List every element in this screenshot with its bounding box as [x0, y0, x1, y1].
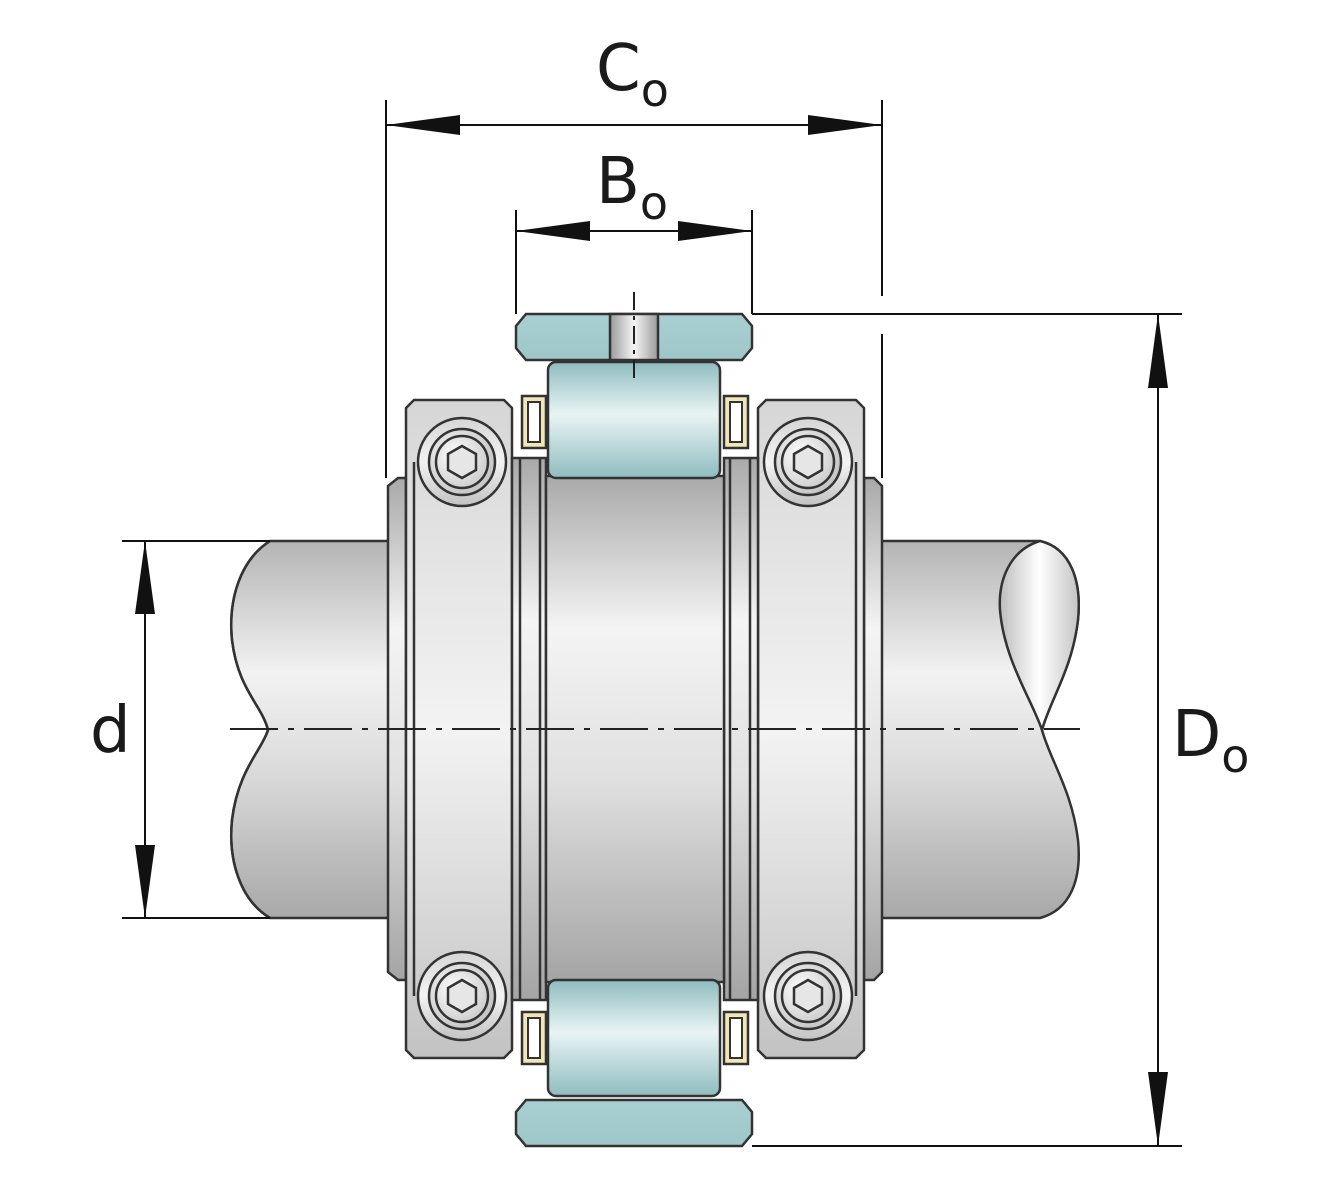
roller-top [546, 360, 722, 480]
label-do: Do [1172, 698, 1249, 783]
arrow-do-bottom [1148, 1072, 1168, 1146]
arrow-d-bottom [135, 845, 155, 918]
bolt-top-right [762, 416, 854, 508]
bolt-top-left [416, 416, 508, 508]
bolt-bottom-left [416, 950, 508, 1042]
arrow-co-right [808, 115, 882, 135]
shaft-right-end [998, 539, 1080, 735]
arrow-d-top [135, 541, 155, 614]
arrow-bo-right [678, 221, 752, 241]
arrow-co-left [386, 115, 460, 135]
arrow-do-top [1148, 314, 1168, 388]
arrow-bo-left [516, 221, 590, 241]
label-bo: Bo [596, 145, 668, 230]
dimensions [122, 100, 1182, 1147]
bolts [416, 416, 854, 1042]
bolt-bottom-right [762, 950, 854, 1042]
roller-bottom [546, 978, 722, 1098]
outer-ring-bottom [514, 1098, 754, 1148]
cage-inner [527, 401, 743, 1059]
rollers [546, 360, 722, 1098]
label-d: d [90, 694, 131, 768]
label-co: Co [596, 32, 669, 117]
centerlines [230, 292, 1080, 730]
